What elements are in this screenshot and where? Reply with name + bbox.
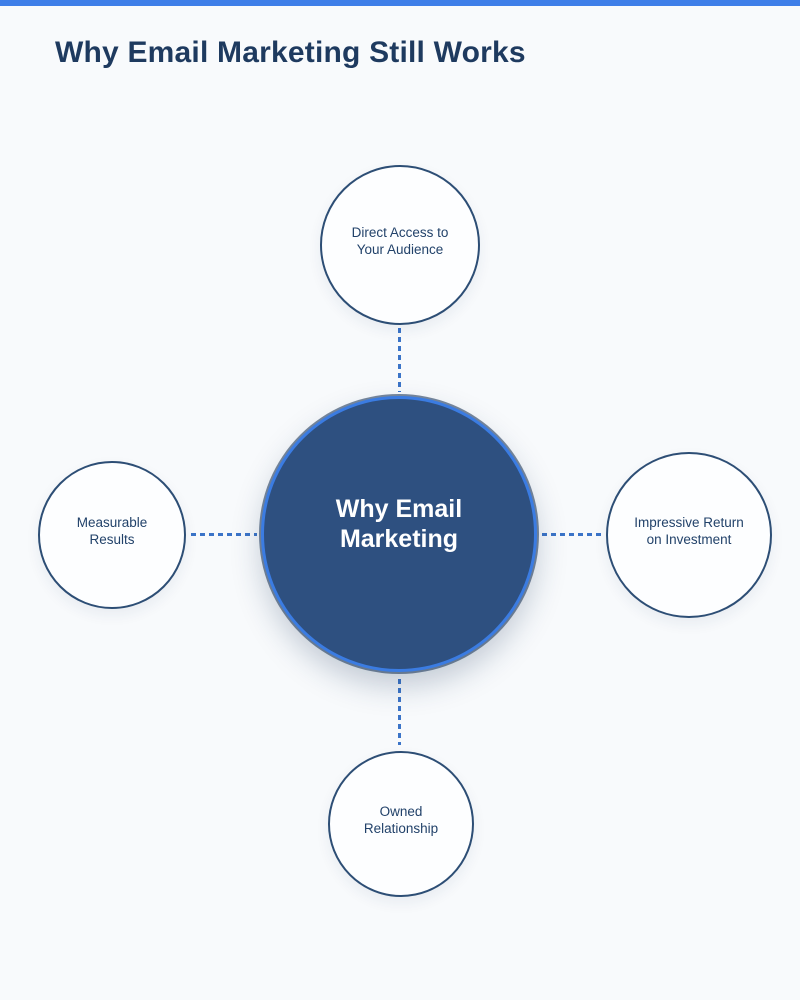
- node-impressive-return-label: Impressive Return on Investment: [634, 514, 744, 548]
- center-node-label-line1: Why Email: [335, 495, 463, 523]
- node-label-line: Owned: [379, 804, 423, 819]
- center-node-label: Why Email Marketing: [336, 494, 462, 554]
- node-label-line: Results: [89, 532, 135, 547]
- center-node-label-line2: Marketing: [339, 525, 459, 553]
- node-label-line: Measurable: [76, 515, 148, 530]
- connector-right: [542, 533, 602, 536]
- node-label-line: on Investment: [646, 532, 732, 547]
- node-direct-access: Direct Access to Your Audience: [320, 165, 480, 325]
- page-title: Why Email Marketing Still Works: [55, 36, 526, 69]
- top-accent-bar: [0, 0, 800, 6]
- node-label-line: Direct Access to: [351, 225, 449, 240]
- node-impressive-return: Impressive Return on Investment: [606, 452, 772, 618]
- node-label-line: Relationship: [363, 821, 439, 836]
- node-label-line: Your Audience: [356, 242, 444, 257]
- node-owned-relationship: Owned Relationship: [328, 751, 474, 897]
- connector-left: [191, 533, 257, 536]
- node-owned-relationship-label: Owned Relationship: [364, 803, 438, 837]
- node-label-line: Impressive Return: [634, 515, 744, 530]
- node-measurable-results: Measurable Results: [38, 461, 186, 609]
- connector-top: [398, 328, 401, 392]
- node-direct-access-label: Direct Access to Your Audience: [352, 224, 449, 258]
- connector-bottom: [398, 679, 401, 745]
- center-node: Why Email Marketing: [261, 396, 537, 672]
- node-measurable-results-label: Measurable Results: [77, 514, 148, 548]
